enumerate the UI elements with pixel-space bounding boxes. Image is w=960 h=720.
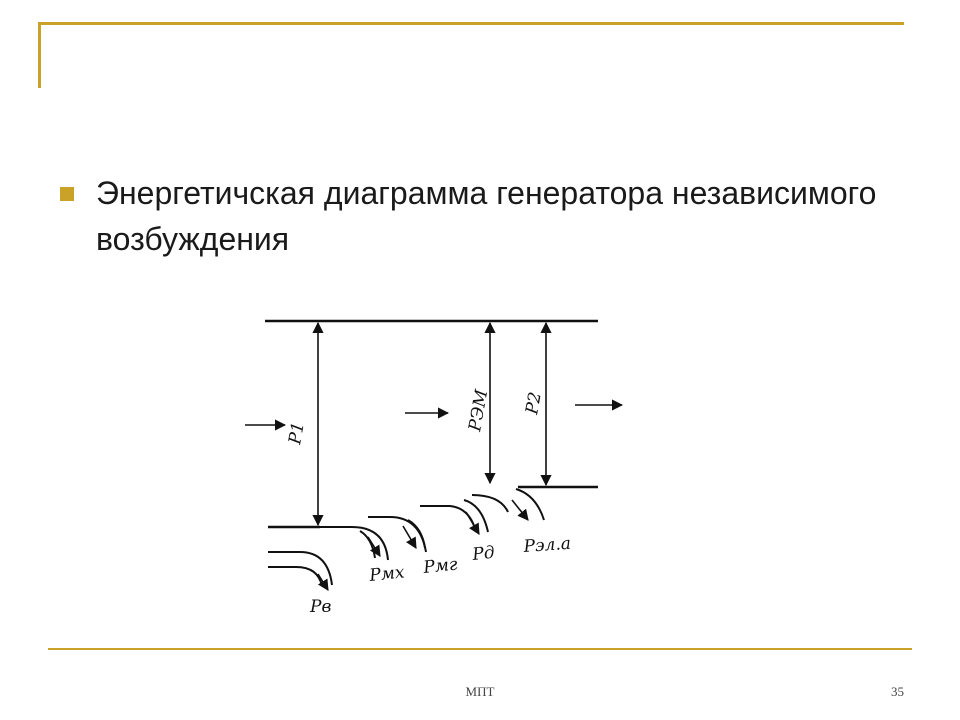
loss-stream-mechanical	[320, 526, 389, 561]
page-number: 35	[891, 684, 904, 699]
loss-stream-armature	[471, 488, 545, 521]
frame-bottom-rule	[48, 648, 912, 650]
label-p2: P2	[522, 390, 546, 416]
label-pela: Pэл.а	[522, 534, 572, 557]
frame-left-rule	[38, 22, 41, 88]
label-pv: Pв	[309, 597, 331, 617]
label-pmh: Pмх	[367, 562, 405, 586]
label-pmg: Pмг	[421, 554, 458, 578]
bullet-text: Энергетичская диаграмма генератора незав…	[96, 175, 877, 257]
loss-stream-excitation	[268, 551, 333, 591]
loss-stream-brush	[420, 499, 489, 535]
bullet-square-icon	[60, 187, 74, 201]
footer-title: МПТ	[465, 684, 495, 699]
label-pem: PЭМ	[465, 388, 492, 434]
label-pd: Pд	[470, 543, 495, 565]
loss-stream-magnetic	[368, 516, 427, 553]
frame-top-rule	[40, 22, 904, 25]
label-p1: P1	[285, 420, 309, 446]
bullet-item: Энергетичская диаграмма генератора незав…	[60, 170, 880, 262]
